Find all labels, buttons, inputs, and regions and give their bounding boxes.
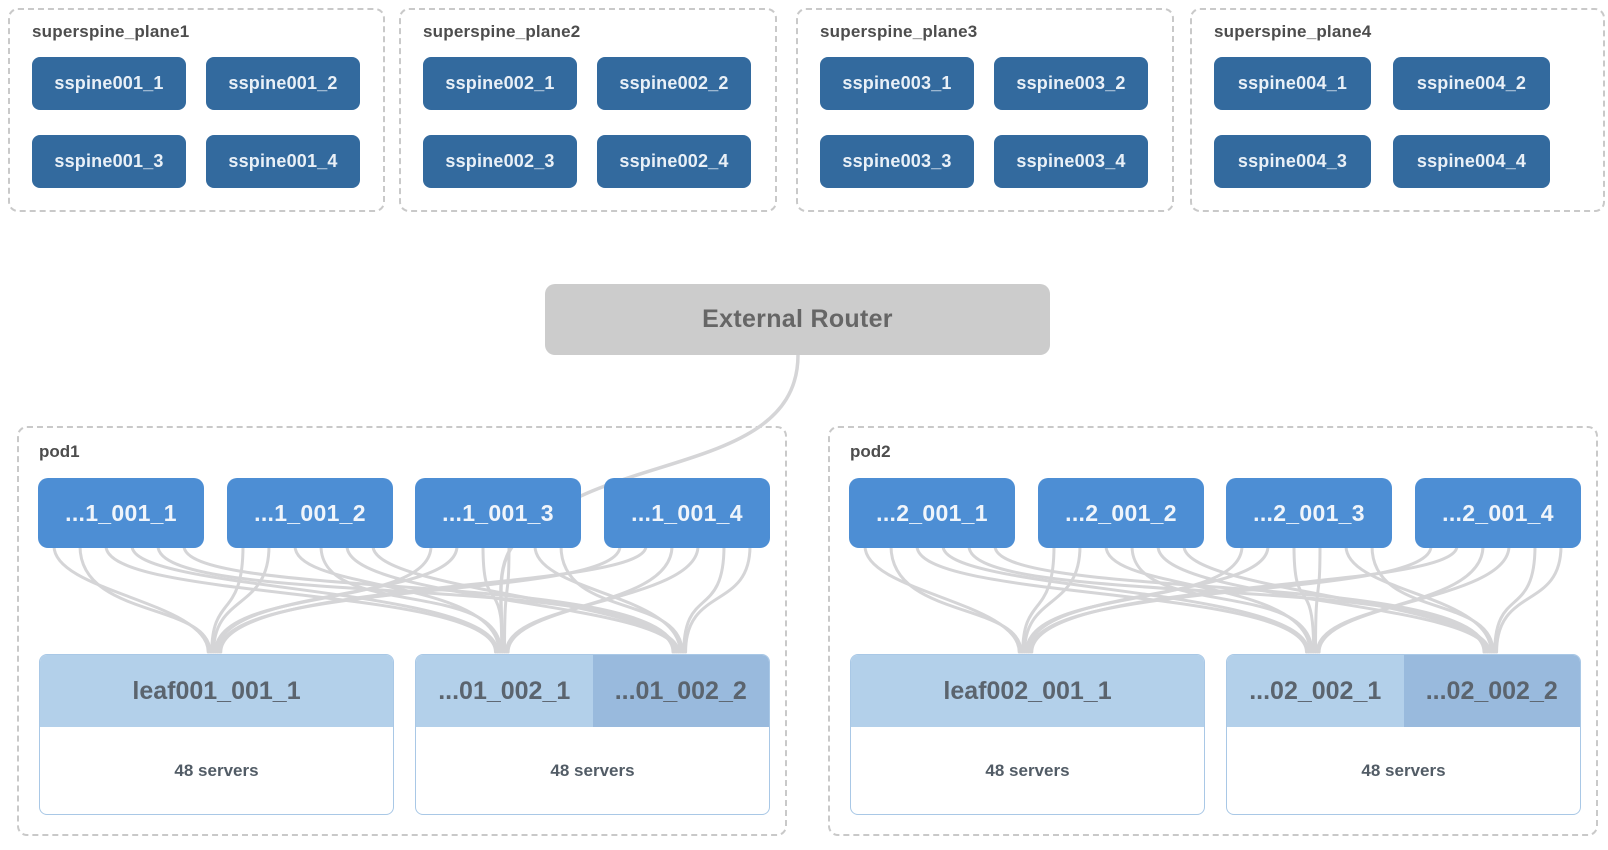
link-line [293,544,501,654]
spine-node[interactable]: ...2_001_1 [849,478,1015,548]
leaf-headers: leaf001_001_1 [40,655,393,727]
spine-node[interactable]: ...2_001_3 [1226,478,1392,548]
superspine-node[interactable]: sspine004_2 [1393,57,1550,110]
superspine-node[interactable]: sspine001_3 [32,135,186,188]
link-line [1030,544,1459,654]
server-count: 48 servers [174,760,259,780]
link-line [1495,544,1563,654]
superspine-plane1-grid: sspine001_1 sspine001_2 sspine001_3 sspi… [10,57,383,188]
link-line [506,544,700,654]
link-line [215,544,459,654]
link-line [1314,544,1322,654]
link-line [52,544,210,654]
superspine-plane2-group: superspine_plane2 sspine002_1 sspine002_… [399,8,777,212]
link-line [1292,544,1316,654]
superspine-plane4-group: superspine_plane4 sspine004_1 sspine004_… [1190,8,1605,212]
leaf-node[interactable]: leaf002_001_1 [851,655,1204,727]
link-line [1104,544,1312,654]
link-line [104,544,497,654]
superspine-node[interactable]: sspine001_4 [206,135,360,188]
link-line [371,544,680,654]
spine-node[interactable]: ...1_001_2 [227,478,393,548]
link-line [1023,544,1082,654]
server-count: 48 servers [1361,760,1446,780]
superspine-node[interactable]: sspine001_1 [32,57,186,110]
superspine-plane2-label: superspine_plane2 [423,22,581,41]
superspine-plane3-grid: sspine003_1 sspine003_2 sspine003_3 sspi… [798,57,1172,188]
superspine-plane3-group: superspine_plane3 sspine003_1 sspine003_… [796,8,1174,212]
superspine-plane1-label: superspine_plane1 [32,22,190,41]
superspine-plane3-label: superspine_plane3 [820,22,978,41]
leaf-rack-card: leaf002_001_1 48 servers [850,654,1205,815]
leaf-headers: leaf002_001_1 [851,655,1204,727]
link-line [345,544,679,654]
superspine-node[interactable]: sspine003_4 [994,135,1148,188]
spine-node[interactable]: ...1_001_4 [604,478,770,548]
pod1-group: pod1 ...1_001_1 ...1_001_2 ...1_001_3 ..… [17,426,787,836]
server-count: 48 servers [985,760,1070,780]
link-line [915,544,1308,654]
link-line [1493,544,1537,654]
pod1-label: pod1 [39,442,80,461]
link-line [210,544,245,654]
spine-node[interactable]: ...2_001_2 [1038,478,1204,548]
leaf-rack-card: ...01_002_1 ...01_002_2 48 servers [415,654,770,815]
link-line [889,544,1023,654]
external-router-node[interactable]: External Router [545,284,1050,355]
link-line [1021,544,1056,654]
leaf-rack-card: ...02_002_1 ...02_002_2 48 servers [1226,654,1581,815]
link-line [1156,544,1490,654]
link-line [682,544,726,654]
leaf-node[interactable]: ...02_002_1 [1227,655,1404,727]
spine-node[interactable]: ...2_001_4 [1415,478,1581,548]
link-line [941,544,1310,654]
superspine-node[interactable]: sspine004_1 [1214,57,1371,110]
link-line [1182,544,1491,654]
link-line [863,544,1021,654]
superspine-plane4-grid: sspine004_1 sspine004_2 sspine004_3 sspi… [1192,57,1603,188]
superspine-plane2-grid: sspine002_1 sspine002_2 sspine002_3 sspi… [401,57,775,188]
link-line [219,544,648,654]
link-line [1026,544,1270,654]
superspine-node[interactable]: sspine003_3 [820,135,974,188]
leaf-headers: ...02_002_1 ...02_002_2 [1227,655,1580,727]
superspine-node[interactable]: sspine003_1 [820,57,974,110]
spine-node[interactable]: ...1_001_3 [415,478,581,548]
pod2-group: pod2 ...2_001_1 ...2_001_2 ...2_001_3 ..… [828,426,1598,836]
superspine-node[interactable]: sspine004_3 [1214,135,1371,188]
link-line [1317,544,1511,654]
link-line [1130,544,1314,654]
link-line [1344,544,1493,654]
pod2-label: pod2 [850,442,891,461]
leaf-headers: ...01_002_1 ...01_002_2 [416,655,769,727]
spine-node[interactable]: ...1_001_1 [38,478,204,548]
superspine-node[interactable]: sspine002_4 [597,135,751,188]
link-line [503,544,511,654]
superspine-node[interactable]: sspine004_4 [1393,135,1550,188]
superspine-plane1-group: superspine_plane1 sspine001_1 sspine001_… [8,8,385,212]
leaf-node[interactable]: ...02_002_2 [1403,655,1580,727]
link-line [1370,544,1495,654]
server-count: 48 servers [550,760,635,780]
link-line [319,544,503,654]
superspine-node[interactable]: sspine002_2 [597,57,751,110]
superspine-node[interactable]: sspine002_3 [423,135,577,188]
superspine-node[interactable]: sspine002_1 [423,57,577,110]
link-line [212,544,271,654]
leaf-node[interactable]: ...01_002_2 [592,655,769,727]
leaf-rack-card: leaf001_001_1 48 servers [39,654,394,815]
link-line [684,544,752,654]
superspine-node[interactable]: sspine003_2 [994,57,1148,110]
superspine-plane4-label: superspine_plane4 [1214,22,1372,41]
link-line [533,544,682,654]
link-line [559,544,684,654]
link-line [130,544,499,654]
leaf-node[interactable]: ...01_002_1 [416,655,593,727]
superspine-node[interactable]: sspine001_2 [206,57,360,110]
leaf-node[interactable]: leaf001_001_1 [40,655,393,727]
link-line [78,544,212,654]
